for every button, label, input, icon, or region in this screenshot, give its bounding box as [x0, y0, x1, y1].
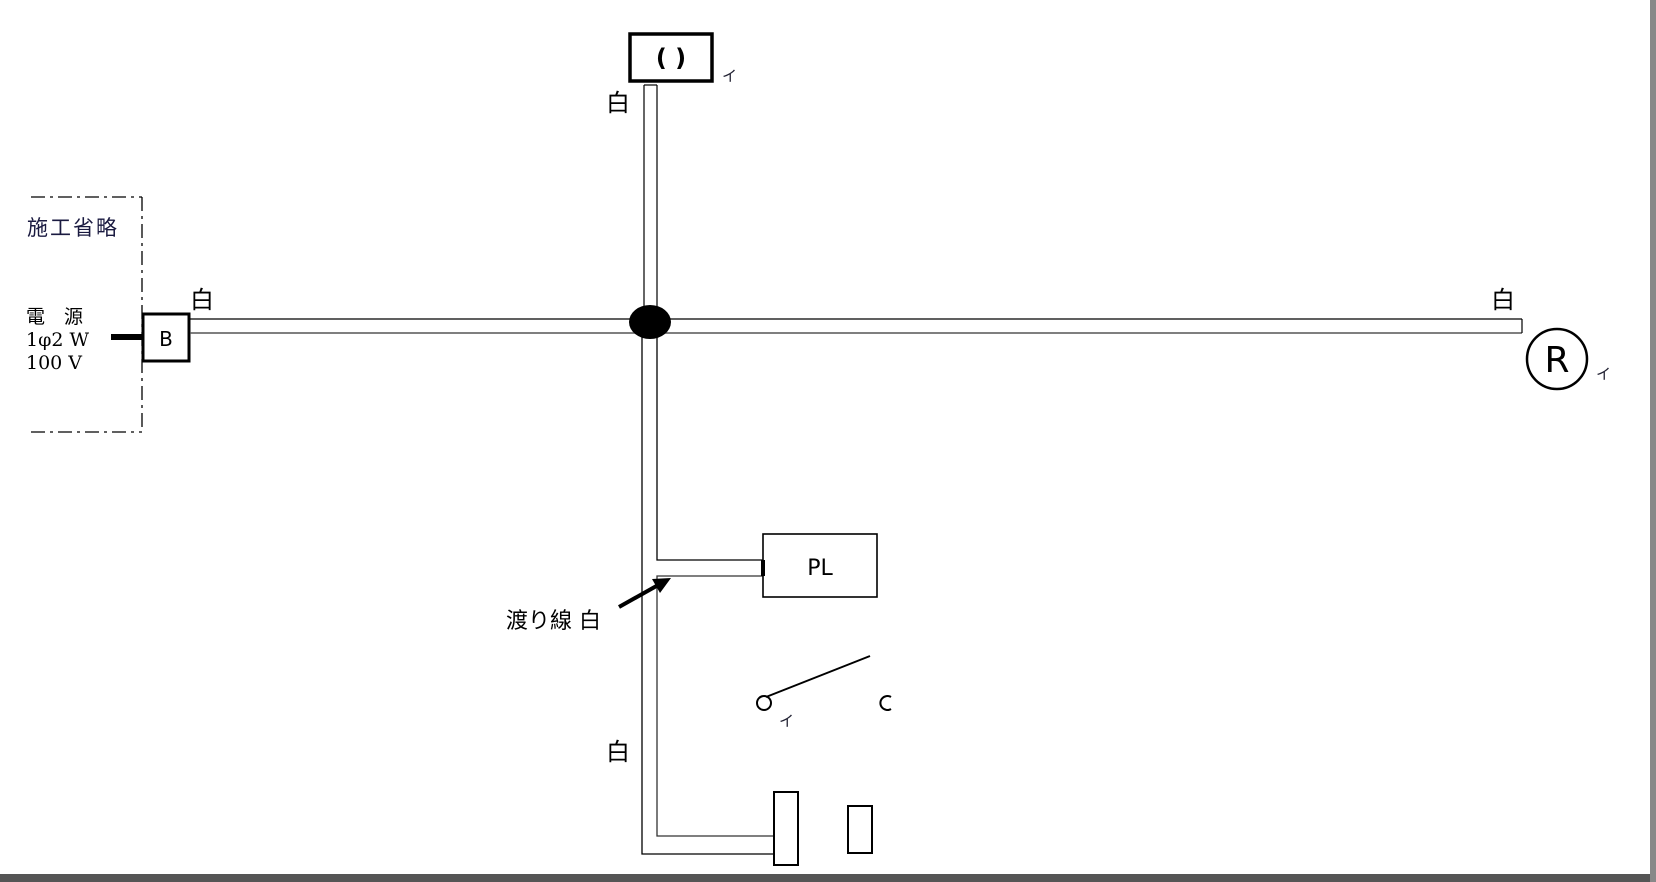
jumper-label: 渡り線 白: [506, 609, 601, 634]
horizontal-cable: [190, 318, 1523, 334]
page-right-shadow: [1650, 0, 1656, 882]
switch[interactable]: [756, 655, 892, 711]
page-bottom-shadow: [0, 874, 1656, 882]
breaker-box[interactable]: B: [141, 312, 191, 363]
omitted-section-label: 施工省略: [27, 216, 119, 240]
outlet-terminal-right[interactable]: [847, 805, 873, 854]
receptacle-symbol: R: [1544, 340, 1569, 381]
receptacle-tag: イ: [1596, 365, 1611, 383]
lower-vertical-cable: [641, 330, 773, 855]
switch-tag: イ: [779, 712, 794, 730]
ceiling-light-symbol: ( ): [656, 44, 686, 72]
junction-box[interactable]: [629, 305, 671, 339]
breaker-label: B: [159, 327, 173, 351]
wire-color-bottom: 白: [606, 738, 630, 766]
wire-color-top: 白: [606, 89, 630, 117]
outlet-terminal-left[interactable]: [773, 791, 799, 866]
pilot-lamp-label: PL: [807, 556, 833, 581]
wire-color-left: 白: [190, 286, 214, 314]
receptacle[interactable]: R: [1525, 327, 1589, 391]
power-source-line-1: 電 源: [26, 306, 83, 328]
power-source-line-3: 100 V: [26, 352, 82, 374]
jumper-arrow: [618, 578, 671, 609]
power-source-line-2: 1φ2 W: [26, 329, 90, 351]
ceiling-light[interactable]: ( ): [628, 32, 714, 83]
pilot-lamp[interactable]: PL: [761, 533, 878, 598]
ceiling-light-tag: イ: [722, 67, 737, 85]
top-vertical-cable: [643, 84, 658, 320]
wire-color-right: 白: [1491, 286, 1515, 314]
